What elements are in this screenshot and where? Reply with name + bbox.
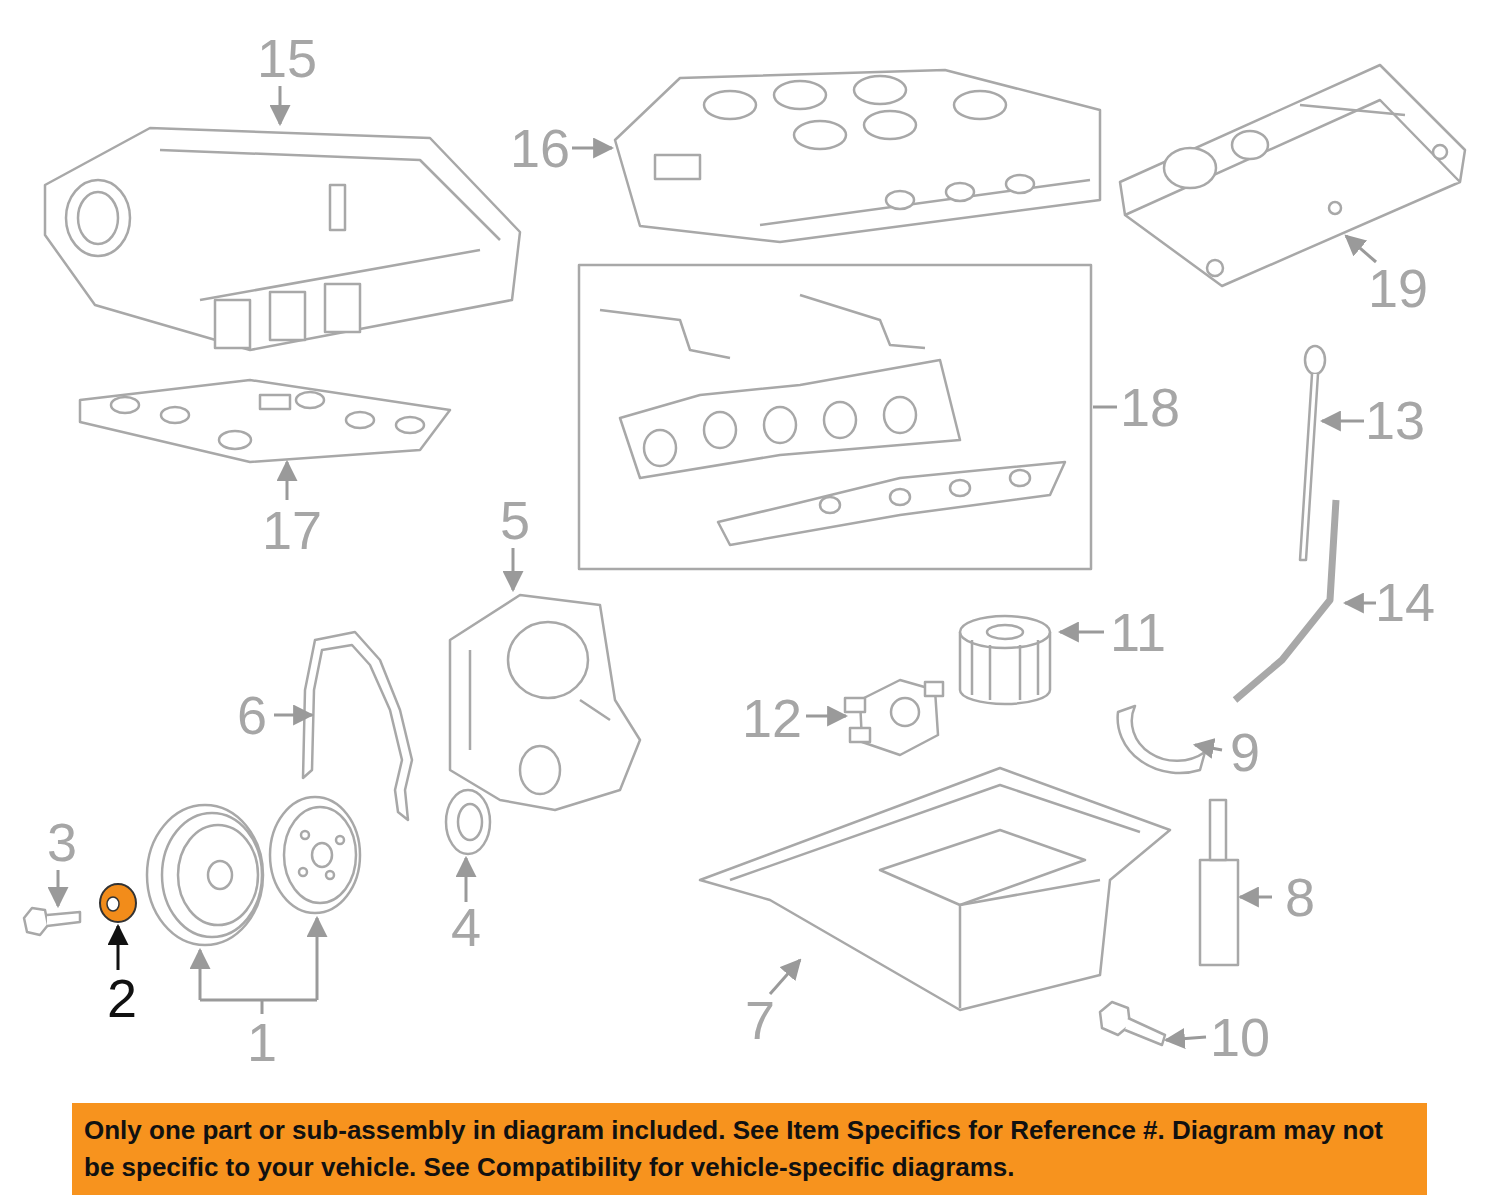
pan-bolt [1100, 1002, 1165, 1045]
cover-gasket [303, 632, 412, 820]
washer [100, 884, 136, 922]
callout-number: 15 [257, 31, 317, 85]
intake-gasket [80, 380, 450, 462]
callout-number: 12 [742, 691, 802, 745]
notice-banner: Only one part or sub-assembly in diagram… [72, 1103, 1427, 1195]
callout-number: 3 [47, 815, 77, 869]
intake-manifold [45, 128, 520, 350]
oil-filter [960, 616, 1050, 704]
dipstick [1300, 346, 1325, 560]
sealant-tube [1200, 800, 1238, 965]
oil-pan [700, 768, 1170, 1010]
notice-text: Only one part or sub-assembly in diagram… [84, 1112, 1415, 1186]
callout-number: 1 [247, 1015, 277, 1069]
gasket-set [579, 265, 1091, 569]
callout-number: 16 [510, 121, 570, 175]
callout-number: 5 [500, 493, 530, 547]
callout-number: 18 [1120, 380, 1180, 434]
callout-number: 7 [745, 993, 775, 1047]
rear-seal [1118, 706, 1205, 773]
callout-number: 6 [237, 688, 267, 742]
callout-number: 10 [1210, 1010, 1270, 1064]
front-seal [446, 790, 490, 854]
callout-number: 11 [1110, 605, 1166, 659]
leader-line [117, 926, 120, 970]
leader-lines [58, 86, 1376, 1040]
crank-bolt [24, 908, 80, 935]
timing-cover [450, 595, 640, 810]
lower-manifold [615, 70, 1100, 242]
callout-number: 4 [451, 900, 481, 954]
dipstick-tube [1235, 500, 1336, 700]
filter-adapter [845, 680, 943, 755]
callout-number: 13 [1365, 393, 1425, 447]
callout-number: 9 [1230, 725, 1260, 779]
callout-number: 2 [107, 971, 137, 1025]
crank-pulley [147, 797, 360, 945]
callout-number: 19 [1368, 261, 1428, 315]
valve-cover [1120, 65, 1465, 286]
callout-number: 17 [262, 503, 322, 557]
callout-number: 14 [1375, 575, 1435, 629]
callout-number: 8 [1285, 870, 1315, 924]
